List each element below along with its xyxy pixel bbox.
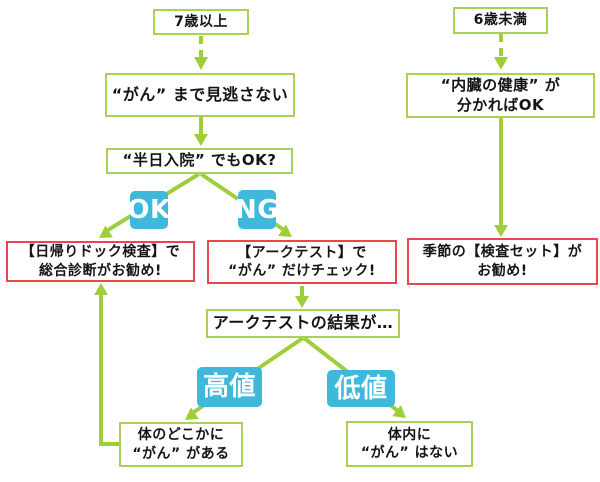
arrowhead-low-branch	[392, 405, 406, 418]
arrowhead-findcancer-to-halfday	[194, 134, 208, 146]
branch-label-low-value: 低値	[327, 370, 395, 407]
branch-label-ok: OK	[127, 191, 170, 229]
node-dont-miss-cancer: “がん” まで見逃さない	[105, 73, 295, 117]
arrow-feedback-to-daytrip	[99, 294, 119, 446]
node-no-cancer-in-body: 体内に “がん” はない	[346, 421, 473, 467]
node-seasonal-test-set: 季節の【検査セット】が お勧め!	[407, 238, 598, 285]
arrowhead-feedback-to-daytrip	[94, 283, 108, 295]
arrowhead-ng-branch	[278, 224, 292, 237]
node-ark-test-cancer-check: 【アークテスト】で “がん” だけチェック!	[207, 240, 397, 284]
branch-label-ng: NG	[235, 190, 279, 229]
arrowhead-high-branch	[185, 407, 199, 420]
node-half-day-hospitalization-ok: “半日入院” でもOK?	[106, 148, 293, 174]
branch-label-high-value: 高値	[197, 367, 262, 407]
arrowhead-ok-branch	[99, 225, 113, 238]
node-ark-test-result: アークテストの結果が…	[206, 309, 400, 338]
arrowhead-age7-to-findcancer	[194, 57, 208, 70]
arrowhead-age6-to-organ	[494, 57, 508, 70]
node-cancer-somewhere: 体のどこかに “がん” がある	[119, 422, 243, 467]
node-age-under-6: 6歳未満	[453, 7, 548, 34]
node-day-trip-dock-checkup: 【日帰りドック検査】で 総合診断がお勧め!	[6, 241, 195, 282]
arrowhead-organ-to-seasonal	[494, 225, 508, 237]
node-organ-health-check: “内臓の健康” が 分かればOK	[406, 73, 595, 118]
node-age-7plus: 7歳以上	[153, 9, 249, 35]
arrowhead-arktest-to-result	[295, 296, 309, 308]
